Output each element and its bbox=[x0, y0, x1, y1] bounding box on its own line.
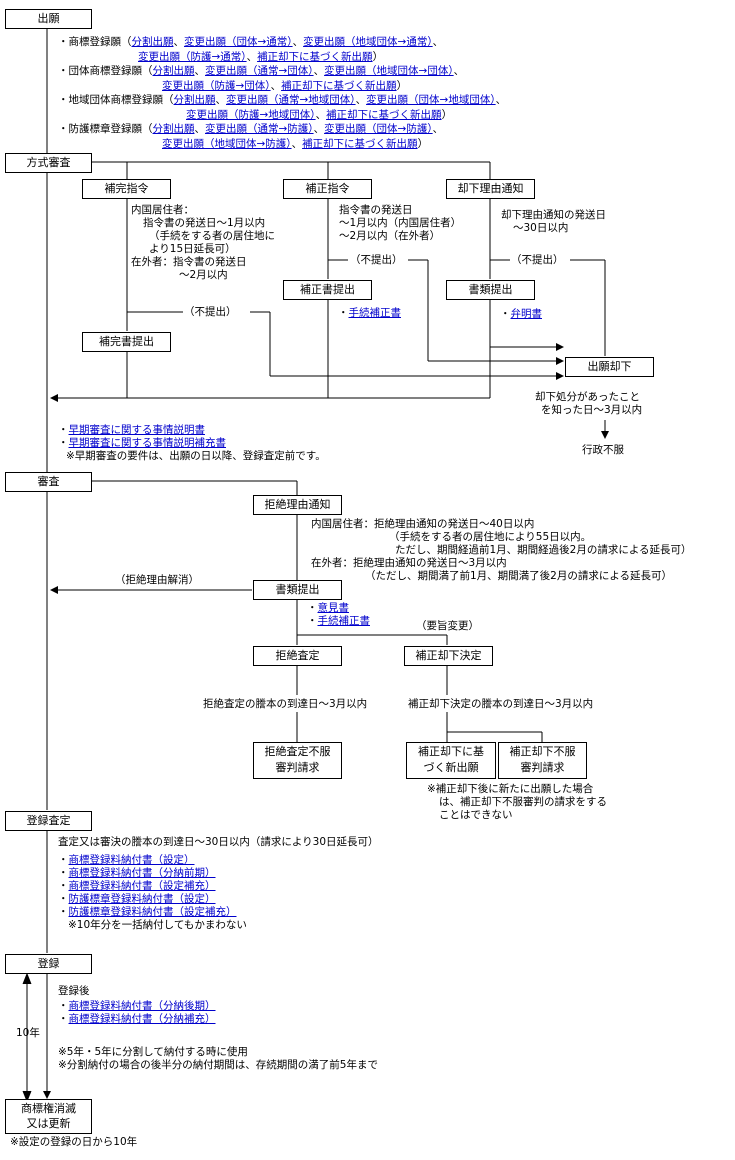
link-shohyo-bunno-hoju[interactable]: 商標登録料納付書（分納補充） bbox=[69, 1013, 216, 1025]
no-submission-label-2: （不提出） bbox=[350, 254, 403, 267]
amendment-dismissal-note: ※補正却下後に新たに出願した場合 は、補正却下不服審判の請求をする ことはできな… bbox=[427, 783, 607, 822]
link-henko-tsujo-chiiki[interactable]: 変更出願（通常→地域団体） bbox=[226, 94, 356, 106]
refusal-resolved-label: （拒絶理由解消） bbox=[115, 574, 199, 587]
early-exam-links: ・早期審査に関する事情説明書 ・早期審査に関する事情説明補充書 ※早期審査の要件… bbox=[58, 424, 326, 463]
link-henko-bogo-dantai[interactable]: 変更出願（防護→団体） bbox=[162, 80, 271, 92]
amendment-appeal-box: 補正却下不服審判請求 bbox=[498, 742, 587, 779]
method-review-box: 方式審査 bbox=[5, 153, 92, 173]
amendment-submission-box: 補正書提出 bbox=[283, 280, 372, 300]
link-tetsuzuki-hosei-2[interactable]: 手続補正書 bbox=[318, 615, 371, 627]
link-henko-tsujo-bogo[interactable]: 変更出願（通常→防護） bbox=[205, 123, 314, 135]
amendment-dismissal-box: 補正却下決定 bbox=[404, 646, 493, 666]
link-bogo-settei[interactable]: 防護標章登録料納付書（設定） bbox=[69, 893, 216, 905]
refusal-appeal-box: 拒絶査定不服審判請求 bbox=[253, 742, 342, 779]
document-submission-box-2: 書類提出 bbox=[253, 580, 342, 600]
amendment-deadline-text: 指令書の発送日 ～1月以内（内国居住者） ～2月以内（在外者） bbox=[339, 204, 461, 243]
registration-box: 登録 bbox=[5, 954, 92, 974]
examination-box: 審査 bbox=[5, 472, 92, 492]
link-bunkatsu-4[interactable]: 分割出願 bbox=[153, 123, 195, 135]
amendment-order-box: 補正指令 bbox=[283, 179, 372, 199]
link-bunkatsu-2[interactable]: 分割出願 bbox=[153, 65, 195, 77]
ten-years-label: 10年 bbox=[16, 1027, 40, 1040]
link-shin-shutsugan-2[interactable]: 補正却下に基づく新出願 bbox=[281, 80, 397, 92]
filing-list: ・商標登録願（分割出願、変更出願（団体→通常）、変更出願（地域団体→通常）、 変… bbox=[58, 35, 506, 151]
refusal-appeal-deadline: 拒絶査定の謄本の到達日～3月以内 bbox=[203, 698, 367, 711]
no-submission-label-3: （不提出） bbox=[511, 254, 564, 267]
link-shohyo-settei-hoju[interactable]: 商標登録料納付書（設定補充） bbox=[69, 880, 216, 892]
link-bunkatsu-1[interactable]: 分割出願 bbox=[132, 36, 174, 48]
amendment-appeal-deadline: 補正却下決定の謄本の到達日～3月以内 bbox=[408, 698, 593, 711]
link-henko-chiiki-bogo[interactable]: 変更出願（地域団体→防護） bbox=[162, 138, 292, 150]
link-henko-tsujo-dantai[interactable]: 変更出願（通常→団体） bbox=[205, 65, 314, 77]
link-shin-shutsugan-1[interactable]: 補正却下に基づく新出願 bbox=[257, 51, 373, 63]
link-henko-bogo-chiiki[interactable]: 変更出願（防護→地域団体） bbox=[186, 109, 316, 121]
dismissal-notice-box: 却下理由通知 bbox=[446, 179, 535, 199]
filing-label-shohyo: ・商標登録願（ bbox=[58, 36, 132, 48]
no-submission-label-1: （不提出） bbox=[184, 306, 237, 319]
refusal-decision-box: 拒絶査定 bbox=[253, 646, 342, 666]
link-ikensho[interactable]: 意見書 bbox=[318, 602, 350, 614]
filing-label-bogo: ・防護標章登録願（ bbox=[58, 123, 153, 135]
link-shohyo-settei[interactable]: 商標登録料納付書（設定） bbox=[69, 854, 195, 866]
dismissal-deadline-text: 却下理由通知の発送日 ～30日以内 bbox=[501, 209, 606, 235]
dismissal-appeal-deadline: 却下処分があったこと を知った日～3月以内 bbox=[535, 391, 642, 417]
explanation-link-row: ・弁明書 bbox=[500, 308, 542, 321]
link-shin-shutsugan-4[interactable]: 補正却下に基づく新出願 bbox=[302, 138, 418, 150]
completion-deadline-text: 内国居住者： 指令書の発送日～1月以内 （手続をする者の居住地に より15日延長… bbox=[131, 204, 275, 282]
link-shohyo-bunno-zenki[interactable]: 商標登録料納付書（分納前期） bbox=[69, 867, 216, 879]
new-application-box: 補正却下に基づく新出願 bbox=[406, 742, 496, 779]
registration-fee-links: ・商標登録料納付書（設定） ・商標登録料納付書（分納前期） ・商標登録料納付書（… bbox=[58, 854, 247, 932]
link-bunkatsu-3[interactable]: 分割出願 bbox=[174, 94, 216, 106]
link-henko-bogo-tsujo[interactable]: 変更出願（防護→通常） bbox=[138, 51, 247, 63]
early-exam-note: ※早期審査の要件は、出願の日以降、登録査定前です。 bbox=[58, 450, 326, 463]
link-henko-chiiki-tsujo[interactable]: 変更出願（地域団体→通常） bbox=[303, 36, 433, 48]
gist-change-label: （要旨変更） bbox=[416, 620, 479, 633]
application-dismissal-box: 出願却下 bbox=[565, 357, 654, 377]
link-bogo-settei-hoju[interactable]: 防護標章登録料納付書（設定補充） bbox=[69, 906, 237, 918]
registration-fee-deadline: 査定又は審決の謄本の到達日～30日以内（請求により30日延長可） bbox=[58, 836, 379, 849]
administrative-appeal-label: 行政不服 bbox=[582, 444, 624, 457]
registration-decision-box: 登録査定 bbox=[5, 811, 92, 831]
post-registration-label: 登録後 bbox=[58, 985, 90, 998]
link-soki-jijo-setsumei[interactable]: 早期審査に関する事情説明書 bbox=[69, 424, 206, 436]
link-shin-shutsugan-3[interactable]: 補正却下に基づく新出願 bbox=[326, 109, 442, 121]
completion-submission-box: 補完書提出 bbox=[82, 332, 171, 352]
link-henko-chiiki-dantai[interactable]: 変更出願（地域団体→団体） bbox=[324, 65, 454, 77]
expiry-renewal-box: 商標権消滅又は更新 bbox=[5, 1099, 92, 1134]
link-benmeisho[interactable]: 弁明書 bbox=[511, 308, 543, 320]
completion-order-box: 補完指令 bbox=[82, 179, 171, 199]
filing-box: 出願 bbox=[5, 9, 92, 29]
link-tetsuzuki-hosei-1[interactable]: 手続補正書 bbox=[349, 307, 402, 319]
refusal-notice-box: 拒絶理由通知 bbox=[253, 495, 342, 515]
lump-sum-note: ※10年分を一括納付してもかまわない bbox=[58, 919, 247, 932]
installment-notes: ※5年・5年に分割して納付する時に使用 ※分割納付の場合の後半分の納付期間は、存… bbox=[58, 1046, 378, 1072]
link-henko-dantai-chiiki[interactable]: 変更出願（団体→地域団体） bbox=[366, 94, 496, 106]
link-henko-dantai-tsujo[interactable]: 変更出願（団体→通常） bbox=[184, 36, 293, 48]
post-registration-links: ・商標登録料納付書（分納後期） ・商標登録料納付書（分納補充） bbox=[58, 1000, 216, 1026]
amendment-link-row: ・手続補正書 bbox=[338, 307, 401, 320]
link-soki-jijo-hoju[interactable]: 早期審査に関する事情説明補充書 bbox=[69, 437, 227, 449]
refusal-response-deadline: 内国居住者：拒絶理由通知の発送日～40日以内 （手続をする者の居住地により55日… bbox=[311, 518, 692, 583]
filing-label-dantai: ・団体商標登録願（ bbox=[58, 65, 153, 77]
document-submission-box-1: 書類提出 bbox=[446, 280, 535, 300]
link-henko-dantai-bogo[interactable]: 変更出願（団体→防護） bbox=[324, 123, 433, 135]
opinion-links: ・意見書 ・手続補正書 bbox=[307, 602, 370, 628]
footer-note: ※設定の登録の日から10年 bbox=[10, 1136, 137, 1149]
filing-label-chiiki: ・地域団体商標登録願（ bbox=[58, 94, 174, 106]
link-shohyo-bunno-koki[interactable]: 商標登録料納付書（分納後期） bbox=[69, 1000, 216, 1012]
